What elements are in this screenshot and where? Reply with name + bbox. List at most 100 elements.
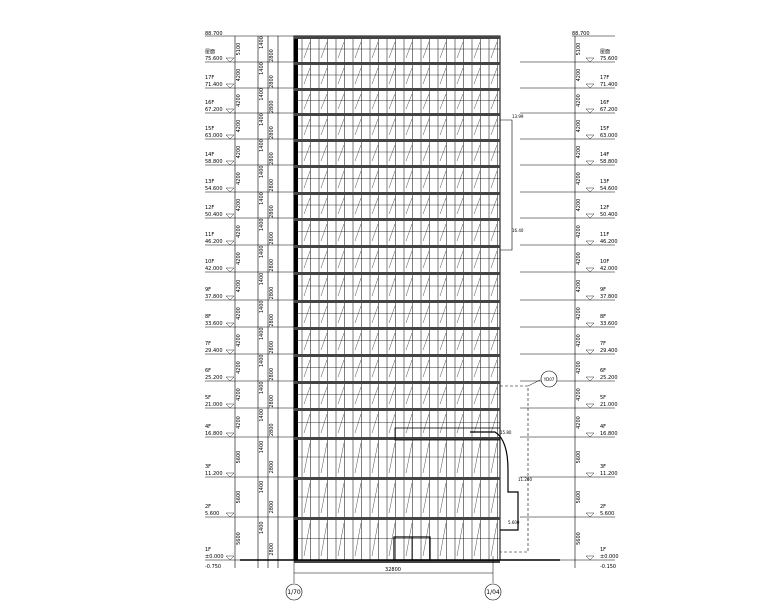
hatch-line [490,332,498,351]
side-note: 5.600 [508,520,520,525]
level-height-left: 4200 [236,146,242,159]
hatch-line [439,332,447,351]
level-name-left: 3F [205,464,211,470]
hatch-line [337,413,345,434]
hatch-line [303,223,311,242]
level-height-right: 4200 [576,172,582,185]
level-height-right: 4200 [576,388,582,401]
level-name-right: 14F [600,152,609,158]
sub-dim-left: 2800 [269,341,275,354]
sub-dim-left: 2800 [269,543,275,556]
hatch-line [473,442,481,474]
hatch-line [456,442,464,474]
floor-band [294,408,500,411]
level-marker [585,555,595,561]
side-note: 15.80 [500,430,512,435]
hatch-line [422,170,430,189]
hatch-line [422,250,430,269]
hatch-line [456,522,464,557]
sub-dim-left: 1400 [259,139,265,152]
hatch-line [354,482,362,514]
hatch-line [354,223,362,242]
level-marker [585,295,595,301]
hatch-line [456,386,464,405]
level-height-left: 4200 [236,199,242,212]
side-note: 16.40 [512,228,524,233]
hatch-line [490,277,498,297]
hatch-line [388,332,396,351]
hatch-line [337,332,345,351]
level-name-left: 11F [205,232,214,238]
hatch-line [371,144,379,162]
floor-band [294,113,500,116]
hatch-line [371,413,379,434]
sub-dim-left: 2800 [269,49,275,62]
level-height-left: 5600 [236,451,242,464]
hatch-line [473,250,481,269]
hatch-line [473,41,481,59]
floor-band [294,139,500,142]
hatch-line [456,170,464,189]
hatch-line [405,332,413,351]
hatch-line [422,386,430,405]
level-height-left: 5600 [236,491,242,504]
floor-band [294,62,500,65]
sub-dim-left: 2800 [269,75,275,88]
hatch-line [354,332,362,351]
hatch-line [388,442,396,474]
hatch-line [371,223,379,242]
hatch-line [337,305,345,324]
floor-band [294,477,500,480]
level-name-right: 16F [600,100,609,106]
level-elev-right: 5.600 [600,511,614,517]
hatch-line [439,386,447,405]
level-name-right: 8F [600,314,606,320]
hatch-line [320,144,328,162]
level-marker [225,349,235,355]
level-marker [585,160,595,166]
hatch-line [405,170,413,189]
hatch-line [354,67,362,85]
level-marker [225,472,235,478]
hatch-line [303,144,311,162]
level-name-right: 3F [600,464,606,470]
level-marker [225,160,235,166]
overall-width-label: 32800 [385,567,401,573]
hatch-line [320,305,328,324]
podium-beam [394,427,501,441]
floor-band [294,218,500,221]
bottom-elevation-left: -0.750 [205,564,221,570]
level-elev-right: 75.600 [600,56,618,62]
level-elev-right: 46.200 [600,239,618,245]
sub-dim-left: 2800 [269,501,275,514]
hatch-line [439,223,447,242]
hatch-line [490,197,498,215]
level-name-right: 屋面 [600,49,610,55]
hatch-line [388,170,396,189]
level-height-left: 4200 [236,94,242,107]
sub-dim-left: 2800 [269,368,275,381]
detail-callout-box [500,385,529,553]
hatch-line [371,522,379,557]
level-elev-left: 50.400 [205,212,223,218]
level-name-right: 5F [600,395,606,401]
level-elev-right: 37.800 [600,294,618,300]
level-height-right: 4200 [576,252,582,265]
floor-band [294,517,500,520]
hatch-line [337,522,345,557]
hatch-line [439,144,447,162]
level-name-left: 9F [205,287,211,293]
hatch-line [303,442,311,474]
hatch-line [320,359,328,378]
level-height-left: 4200 [236,416,242,429]
hatch-line [320,170,328,189]
level-marker [585,322,595,328]
level-height-left: 4200 [236,225,242,238]
sub-dim-left: 1400 [259,354,265,367]
hatch-line [371,250,379,269]
hatch-line [422,67,430,85]
hatch-line [473,332,481,351]
sub-dim-left: 1400 [259,273,265,286]
hatch-line [303,386,311,405]
hatch-line [456,305,464,324]
